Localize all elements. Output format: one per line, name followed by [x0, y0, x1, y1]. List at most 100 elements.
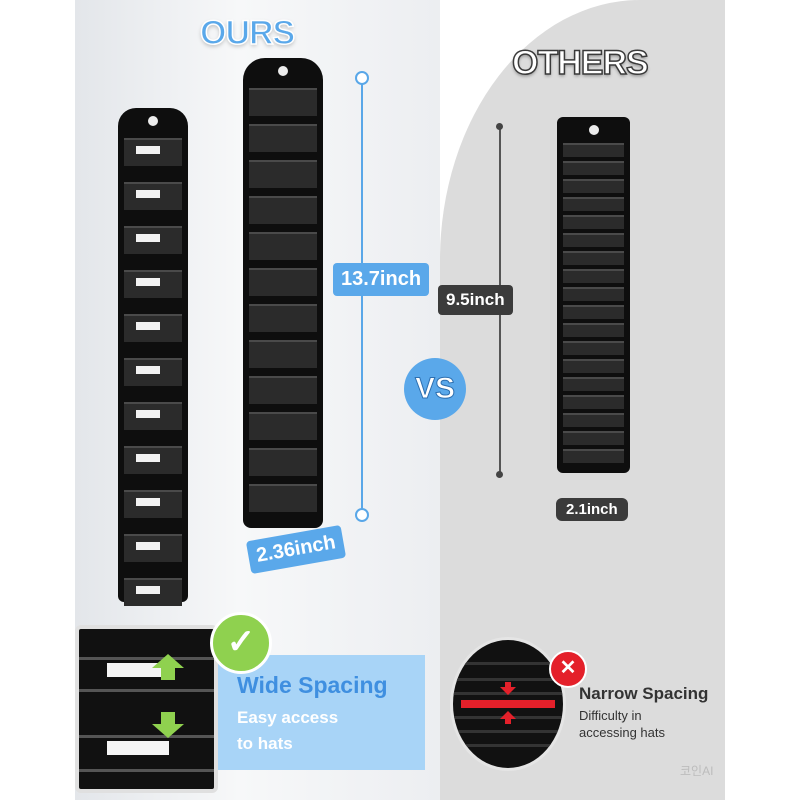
- zoom-line: [453, 730, 563, 733]
- others-height-label: 9.5inch: [438, 285, 513, 315]
- slot-opening: [136, 366, 160, 374]
- rack-slot: [563, 359, 624, 373]
- zoom-line: [453, 744, 563, 747]
- rack-slot: [563, 287, 624, 301]
- mounting-hole: [278, 66, 288, 76]
- mounting-hole: [148, 116, 158, 126]
- zoom-tab: [107, 663, 169, 677]
- rack-slot: [124, 534, 182, 562]
- ours-rack-front-view: [243, 58, 323, 528]
- narrow-spacing-line1: Difficulty in: [579, 708, 642, 723]
- wide-spacing-zoom: [75, 625, 218, 793]
- rack-slot: [124, 358, 182, 386]
- ours-height-top-dot: [355, 71, 369, 85]
- wide-spacing-callout: [205, 655, 425, 770]
- others-height-top-dot: [496, 123, 503, 130]
- rack-slot: [249, 232, 317, 260]
- slot-opening: [136, 146, 160, 154]
- check-icon: ✓: [210, 612, 272, 674]
- rack-slot: [563, 251, 624, 265]
- slot-opening: [136, 454, 160, 462]
- zoom-shelf: [79, 657, 214, 660]
- rack-slot: [249, 448, 317, 476]
- narrow-spacing-line2: accessing hats: [579, 725, 665, 740]
- slot-opening: [136, 322, 160, 330]
- ours-rack-side-view: [118, 108, 188, 606]
- narrow-spacing-description: Difficulty in accessing hats: [579, 707, 665, 741]
- rack-slot: [124, 226, 182, 254]
- watermark: 코인AI: [680, 764, 714, 778]
- zoom-shelf: [79, 735, 214, 738]
- rack-slot: [124, 138, 182, 166]
- others-rack: [557, 117, 630, 473]
- rack-slot: [249, 376, 317, 404]
- rack-slot: [563, 233, 624, 247]
- narrow-gap-highlight: [461, 700, 555, 708]
- slot-opening: [136, 234, 160, 242]
- rack-slot: [563, 341, 624, 355]
- ours-heading: OURS: [199, 13, 296, 53]
- cross-icon: ✕: [549, 650, 587, 688]
- arrow-down-red-icon: [500, 682, 516, 695]
- rack-slot: [124, 314, 182, 342]
- rack-slot: [124, 578, 182, 606]
- rack-slot: [249, 160, 317, 188]
- arrow-up-red-icon: [500, 711, 516, 724]
- rack-slot: [249, 124, 317, 152]
- ours-height-label: 13.7inch: [333, 263, 430, 296]
- slot-opening: [136, 498, 160, 506]
- rack-slot: [249, 340, 317, 368]
- slot-opening: [136, 190, 160, 198]
- rack-slot: [563, 305, 624, 319]
- zoom-line: [453, 678, 563, 681]
- ours-height-line: [361, 82, 363, 514]
- rack-slot: [124, 182, 182, 210]
- others-heading: OTHERS: [511, 43, 649, 83]
- rack-slot: [249, 88, 317, 116]
- narrow-spacing-zoom: [450, 637, 566, 771]
- rack-slot: [249, 484, 317, 512]
- rack-slot: [124, 446, 182, 474]
- rack-slot: [563, 179, 624, 193]
- rack-slot: [249, 304, 317, 332]
- rack-slot: [563, 431, 624, 445]
- wide-spacing-line1: Easy access: [237, 708, 339, 727]
- rack-slot: [124, 402, 182, 430]
- ours-height-bottom-dot: [355, 508, 369, 522]
- rack-slot: [563, 377, 624, 391]
- narrow-spacing-title: Narrow Spacing: [579, 684, 709, 703]
- slot-opening: [136, 542, 160, 550]
- others-height-bottom-dot: [496, 471, 503, 478]
- rack-slot: [249, 268, 317, 296]
- vs-badge: VS: [404, 358, 466, 420]
- rack-slot: [249, 196, 317, 224]
- right-margin: [725, 0, 800, 800]
- others-width-label: 2.1inch: [556, 498, 628, 521]
- rack-slot: [563, 413, 624, 427]
- arrow-up-icon: [152, 654, 184, 680]
- slot-opening: [136, 410, 160, 418]
- rack-slot: [563, 143, 624, 157]
- zoom-shelf: [79, 689, 214, 692]
- zoom-line: [453, 662, 563, 665]
- slot-opening: [136, 278, 160, 286]
- rack-slot: [249, 412, 317, 440]
- rack-slot: [563, 215, 624, 229]
- zoom-shelf: [79, 769, 214, 772]
- rack-slot: [563, 161, 624, 175]
- zoom-tab: [107, 741, 169, 755]
- wide-spacing-line2: to hats: [237, 734, 293, 753]
- rack-slot: [563, 323, 624, 337]
- wide-spacing-description: Easy access to hats: [237, 705, 338, 757]
- mounting-hole: [588, 125, 599, 135]
- rack-slot: [563, 269, 624, 283]
- rack-slot: [563, 197, 624, 211]
- rack-slot: [563, 395, 624, 409]
- arrow-down-icon: [152, 712, 184, 738]
- rack-slot: [124, 490, 182, 518]
- rack-slot: [563, 449, 624, 463]
- rack-slot: [124, 270, 182, 298]
- wide-spacing-title: Wide Spacing: [237, 672, 388, 698]
- slot-opening: [136, 586, 160, 594]
